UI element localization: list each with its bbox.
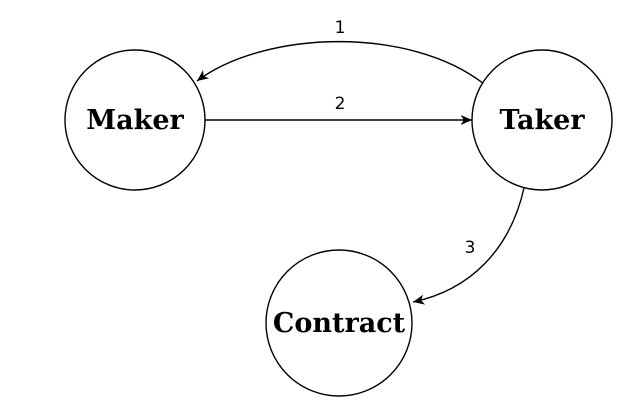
node-maker-label: Maker	[86, 105, 184, 136]
node-taker-circle	[471, 49, 613, 191]
edge-label-1: 1	[335, 18, 346, 38]
edge-label-3: 3	[465, 238, 476, 258]
node-maker-circle	[64, 49, 206, 191]
edge-label-2: 2	[335, 94, 346, 114]
node-taker: Taker	[471, 49, 613, 191]
node-contract-label: Contract	[273, 308, 406, 339]
edge-taker-to-contract	[412, 187, 525, 305]
node-contract: Contract	[265, 249, 413, 397]
node-contract-circle	[265, 249, 413, 397]
node-taker-label: Taker	[499, 105, 585, 136]
edge-taker-to-maker	[196, 41, 485, 85]
node-maker: Maker	[64, 49, 206, 191]
